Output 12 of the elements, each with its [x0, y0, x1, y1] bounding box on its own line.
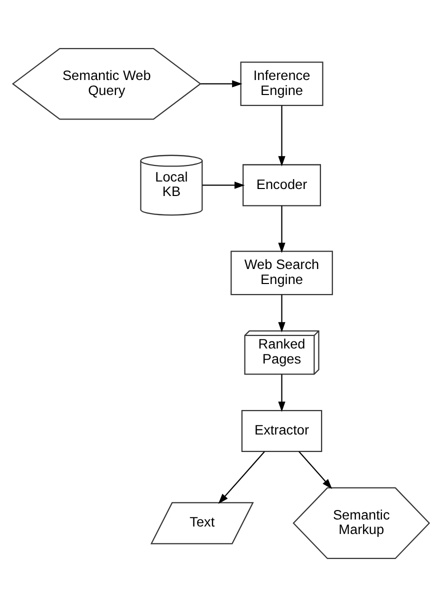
- arrow: [298, 450, 332, 488]
- node-box: Web Search Engine: [230, 250, 333, 295]
- node-box: Extractor: [241, 409, 322, 452]
- arrow: [218, 450, 265, 504]
- arrow: [278, 205, 286, 253]
- node-box: Encoder: [242, 164, 321, 206]
- arrow: [278, 294, 286, 332]
- node-box: Inference Engine: [240, 61, 324, 106]
- arrow: [202, 181, 245, 188]
- arrow: [278, 105, 286, 166]
- arrow: [278, 374, 286, 412]
- arrow: [200, 80, 242, 87]
